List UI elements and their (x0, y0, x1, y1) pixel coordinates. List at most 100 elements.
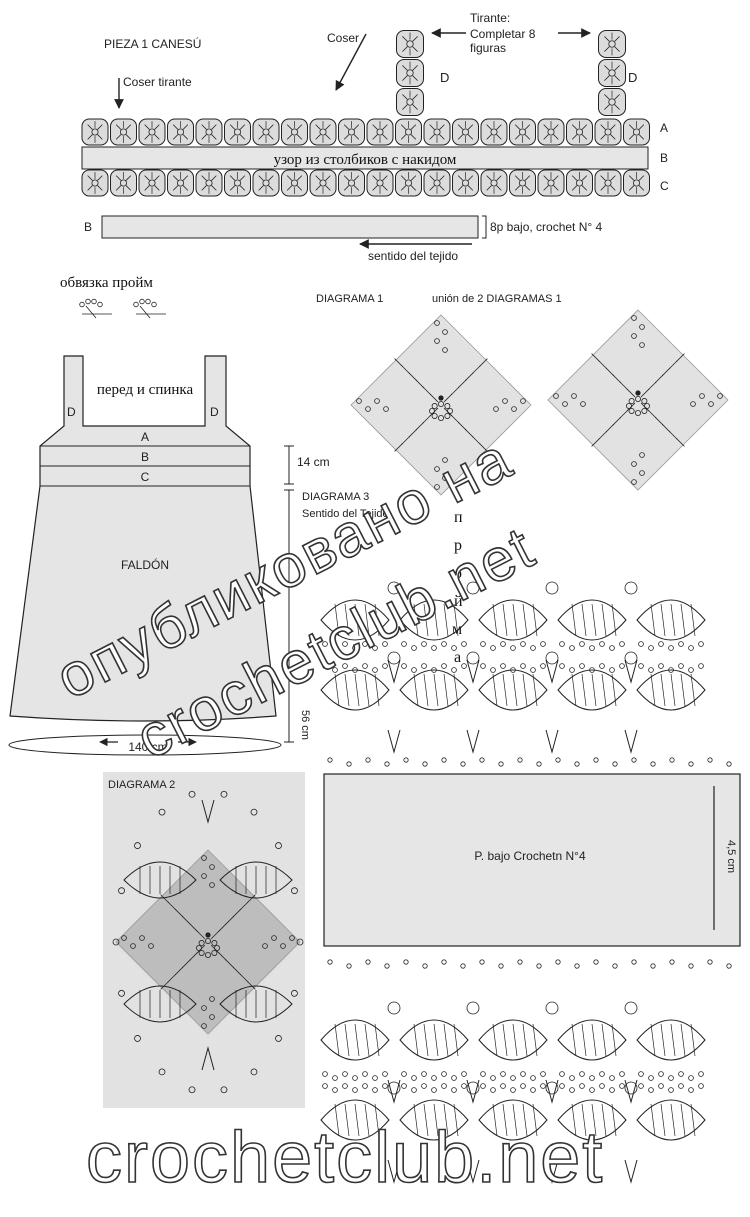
lace-chain (480, 641, 486, 647)
motif-stitch (258, 175, 264, 181)
lace-stitch (680, 603, 686, 637)
motif-stitch (412, 94, 418, 100)
motif-stitch (144, 175, 150, 181)
dc-stitch (676, 438, 685, 447)
motif-stitch (315, 124, 321, 130)
lace-ring (466, 1081, 480, 1095)
motif-stitch (382, 175, 388, 181)
corner-chain (148, 943, 154, 949)
dc-stitch (189, 952, 198, 961)
motif-center (91, 179, 99, 187)
lace-chain (648, 667, 654, 673)
lace-stitch (690, 603, 696, 637)
lace-stitch (433, 603, 439, 637)
edge-chain (536, 963, 542, 969)
motif-stitch (486, 175, 492, 181)
dc-stitch (239, 973, 249, 983)
lace-stitch (591, 603, 597, 637)
motif-stitch (286, 175, 293, 181)
edge-chain (517, 959, 523, 965)
lace-stitch (660, 1103, 666, 1137)
lace-chain (441, 1083, 447, 1089)
body-a: A (141, 430, 149, 444)
edge-chain (612, 963, 618, 969)
motif-row-a (81, 118, 650, 146)
outer-chain (250, 808, 258, 816)
lace-chain (401, 663, 407, 669)
lace-chain (658, 1071, 664, 1077)
corner-chain (434, 320, 440, 326)
garment-schematic: перед и спинка D D A B C FALDÓN 14 cm 56… (8, 355, 330, 756)
dc-stitch (465, 429, 474, 438)
ring-chain (211, 949, 218, 956)
leaf-shape (219, 861, 293, 899)
motif-stitch (543, 134, 549, 140)
dc-stitch (640, 388, 650, 398)
corner-chain (442, 347, 448, 353)
motif-stitch (154, 134, 160, 140)
edge-chain (707, 757, 713, 763)
motif-center (205, 128, 213, 136)
motif-stitch (382, 134, 388, 140)
dc-stitch (479, 358, 488, 367)
motif-stitch (325, 124, 331, 130)
lace-chain (638, 641, 644, 647)
lace-ring (545, 1081, 559, 1095)
motif-stitch (87, 124, 93, 130)
motif-center (347, 128, 356, 136)
lace-stitch (364, 673, 370, 707)
band-height: 4,5 cm (725, 840, 737, 873)
dc-stitch (210, 930, 220, 940)
lace-chain (322, 663, 328, 669)
motif-stitch (286, 124, 293, 130)
chain-stitch (91, 298, 97, 305)
lace-chain (401, 1083, 407, 1089)
lace-arrow (545, 659, 559, 684)
lace-chain (362, 663, 368, 669)
outer-chain (275, 1035, 282, 1042)
motif-stitch (296, 124, 303, 130)
lace-stitch (354, 603, 360, 637)
corner-chain (631, 461, 637, 467)
motif-row-c (81, 169, 650, 197)
lace-chain (441, 663, 447, 669)
motif-stitch (172, 175, 179, 181)
lace-stitch (502, 1103, 508, 1137)
edging-stitch (85, 305, 97, 319)
motif-center (205, 179, 213, 187)
dc-stitch (654, 374, 664, 384)
motif-stitch (239, 124, 246, 130)
motif-center (319, 179, 327, 187)
motif-stitch (496, 134, 502, 140)
lace-arrow (624, 1079, 638, 1104)
lace-stitch (413, 603, 419, 637)
motif-stitch (296, 185, 303, 191)
lace-ring (466, 1001, 480, 1015)
dress-outline (9, 355, 277, 722)
edge-chain (384, 761, 390, 767)
lace-chain (569, 1075, 575, 1081)
lace-chain (382, 1083, 388, 1089)
strap-motifs-left (396, 30, 424, 116)
lace-chain (540, 1071, 546, 1077)
motif-stitch (97, 134, 103, 140)
dc-stitch (612, 374, 622, 384)
motif-stitch (457, 185, 464, 191)
outer-chain (250, 1068, 258, 1076)
motif-center (91, 128, 99, 136)
motif-stitch (410, 185, 417, 191)
sew-label: Coser (327, 31, 359, 45)
motif-stitch (614, 46, 620, 52)
lace-arrow (466, 659, 480, 684)
lace-chain (362, 641, 368, 647)
lace-chain (421, 1083, 427, 1089)
motif-stitch (402, 94, 408, 100)
diagram-3-label: DIAGRAMA 3 (302, 491, 369, 503)
dc-stitch (408, 429, 417, 438)
motif-stitch (382, 185, 388, 191)
corner-chain (271, 935, 277, 941)
lace-ring (624, 581, 638, 595)
motif-stitch (571, 175, 578, 181)
lace-chain (530, 667, 536, 673)
lace-leaf (636, 669, 706, 711)
